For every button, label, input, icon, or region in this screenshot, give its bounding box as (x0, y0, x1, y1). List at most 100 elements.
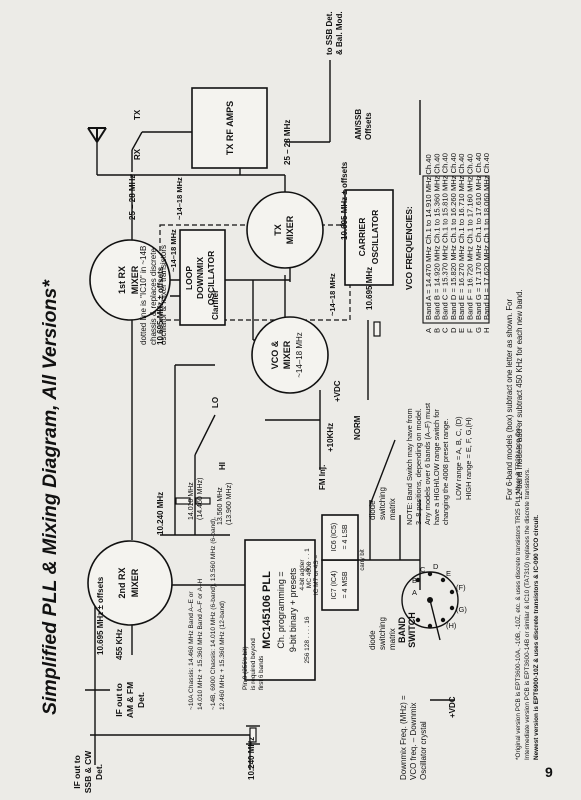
vco-row: Band B = 14.920 MHz Ch.1 to 15.360 MHz C… (432, 153, 441, 320)
footnote-1: *Original version PCB is EPT3600-10A, -1… (515, 424, 522, 760)
vco-row: Band A = 14.470 MHz Ch.1 to 14.910 MHz C… (424, 154, 433, 320)
pll-line3: 9-bit binary + presets (288, 567, 298, 652)
band-letters: A B C D E (F) (G) (H) (412, 562, 467, 630)
low-range: LOW range = A, B, C, (D) (454, 416, 463, 500)
diode-b-2: switching (378, 617, 387, 650)
vco-row-letter: H (482, 328, 491, 333)
dotted-line-note: dotted line is "IC10" in ~14B chassis & … (139, 245, 168, 345)
lo-label: LO (211, 397, 220, 408)
vco-row-letter: F (466, 328, 475, 333)
xtal-13960: (13.960 MHz) (226, 483, 233, 525)
band-note-1: NOTE: Band Switch may have from (405, 408, 414, 525)
left-labels: IF out to SSB & CW Det. IF out to AM & F… (72, 11, 457, 793)
freq-25-28-b: 25 – 28 MHz (283, 120, 292, 165)
diode-a-1: diode (368, 500, 377, 520)
am-ssb-label-2: Offsets (364, 112, 373, 140)
loop-label2: DOWNMIX (195, 257, 205, 299)
pll-chip: MC145106 PLL Ch. programming = 9-bit bin… (244, 539, 316, 681)
diode-b-3: matrix (388, 628, 397, 650)
loop-label: LOOP (184, 266, 194, 290)
band-note-4: have a HIGH/LOW range switch for (432, 409, 441, 525)
vco-row: Band F = 16.720 MHz Ch.1 to 17.160 MHz C… (466, 154, 475, 320)
vco-row-letter: C (441, 327, 450, 333)
freq-10695-carrier: 10.695 MHz ± offsets (340, 161, 349, 240)
vdc-label-b: +VDC (448, 696, 457, 718)
dotted-note-3: oscillator & mixer transistors (159, 245, 168, 345)
band-letter-h: (H) (446, 621, 457, 630)
tx-rf-amps-label: TX RF AMPS (225, 101, 235, 155)
band-switch-note: NOTE: Band Switch may have from 3–8 posi… (405, 403, 473, 525)
footnote-2: Intermediate version PCB is EPT3600-14B … (524, 468, 531, 760)
footnote: *Original version PCB is EPT3600-10A, -1… (515, 424, 540, 760)
vco-row: Band D = 15.820 MHz Ch.1 to 16.260 MHz C… (449, 153, 458, 320)
vco-row-letter: A (424, 327, 433, 333)
first-rx-mixer-label2: MIXER (130, 265, 140, 294)
xtal-14460: (14.460 MHz) (197, 478, 204, 520)
vco-row: Band H = 17.620 MHz Ch.1 to 18.060 MHz C… (482, 153, 491, 320)
ic6-label2: = 4 LSB (342, 524, 349, 549)
freq-25-28-a: 25 – 28 MHz (128, 175, 137, 220)
antenna-icon (87, 127, 107, 143)
high-range: HIGH range = E, F, G,(H) (464, 417, 473, 500)
ic7-label: IC7 (IC4) (331, 571, 338, 599)
tx-label: TX (133, 109, 142, 120)
rx-label: RX (133, 148, 142, 160)
first-rx-mixer: 1st RX MIXER (89, 239, 171, 321)
ic6-lsb: IC6 (IC5) = 4 LSB (321, 514, 359, 561)
chassis-14b-1: ~14B, 6900 Chassis: 14.010 MHz (6-band),… (210, 517, 217, 710)
pin9-2: is required beyond (250, 638, 257, 690)
pin9-3: first 6 bands (258, 656, 265, 690)
pll-pins: 256 128 . . . . 16 (304, 616, 311, 663)
diode-matrix-labels: diode switching matrix diode switching m… (368, 487, 397, 650)
band-letter-a: A (412, 588, 417, 597)
downmix-3: Oscillator crystal (419, 721, 428, 780)
if-ssb-label-3: Det. (94, 764, 104, 780)
fm-inj-label: FM Inj. (318, 465, 327, 490)
xtal-14010: 14.010 MHz (188, 482, 195, 520)
band-letter-c: C (420, 565, 426, 574)
band-note-5: changing the 4008 preset range. (441, 419, 450, 525)
tx-mixer: TX MIXER (246, 191, 324, 269)
dotted-note-1: dotted line is "IC10" in ~14B (139, 246, 148, 345)
tx-mixer-label2: MIXER (285, 215, 295, 244)
vco-table-box (422, 175, 490, 324)
to-ssb-label-1: to SSB Det. (325, 11, 334, 55)
carrier-label2: OSCILLATOR (370, 210, 380, 264)
band-note-2: 3–8 positions, depending on model. (414, 408, 423, 525)
if-am-label-1: IF out to (114, 683, 124, 717)
clarifier-label: Clarifier (211, 290, 220, 320)
freq-10695-mid: 10.695 MHz ± offsets (156, 266, 165, 345)
band-switch: BAND SWITCH (397, 571, 459, 648)
vco-row-letter: D (449, 327, 458, 333)
diode-a-2: switching (378, 487, 387, 520)
freq-14-18-b: ~14–18 MHz (175, 177, 184, 220)
vco-row: Band E = 16.270 MHz Ch.1 to 16.710 MHz C… (457, 153, 466, 320)
chassis-10a-1: ~10A Chassis: 14.460 MHz Band A–E or (188, 591, 195, 710)
loop-label3: OSCILLATOR (206, 251, 216, 305)
band-note-3: Any models over 6 bands (A–F) must (423, 403, 432, 525)
vco-row: Band C = 15.370 MHz Ch.1 to 15.810 MHz C… (441, 153, 450, 320)
vco-mixer-label: VCO & (270, 340, 280, 369)
freq-10695-xtal: 10.695 MHz (365, 267, 374, 310)
pll-line2: Ch. programming = (276, 571, 286, 648)
second-rx-mixer-label2: MIXER (130, 568, 140, 597)
tx-mixer-label: TX (273, 224, 283, 236)
crystal-icons (175, 321, 381, 745)
vco-row-letter: B (432, 328, 441, 333)
ic-adder-label3: 4-bit adder (299, 559, 306, 591)
vco-mixer-label2: MIXER (282, 340, 292, 369)
page-number: 9 (545, 764, 553, 780)
pin9-note: Pin 9 (256's bit) is required beyond fir… (242, 638, 265, 690)
vco-row-letter: E (457, 328, 466, 333)
carrier-oscillator: CARRIER OSCILLATOR (344, 189, 394, 286)
vco-note-2: 12-band models add or subtract 450 KHz f… (515, 289, 524, 500)
if-am-label-3: Det. (136, 692, 146, 708)
freq-455: 455 KHz (115, 629, 124, 660)
pll-pins2: 8 . . . . 1 (304, 548, 311, 572)
vco-note-1: For 6-band models (box) subtract one let… (505, 299, 514, 500)
am-ssb-label-1: AM/SSB (354, 109, 363, 140)
loop-downmix-oscillator: LOOP DOWNMIX OSCILLATOR (179, 229, 226, 326)
xtal-13560: 13.560 MHz (217, 487, 224, 525)
